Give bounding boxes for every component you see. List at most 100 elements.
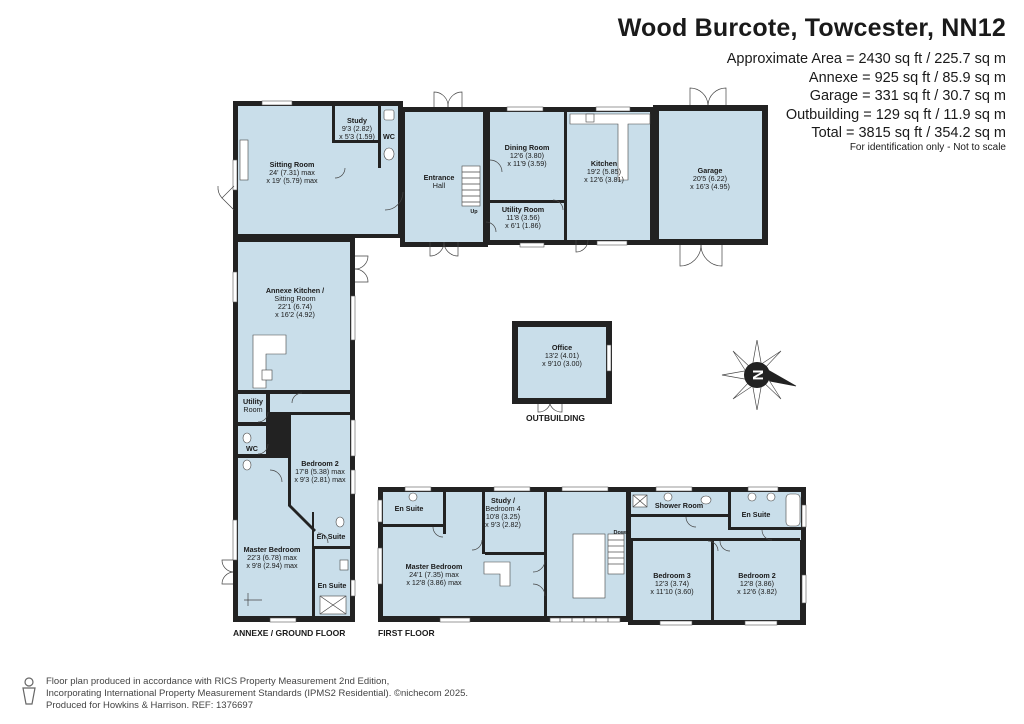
room-label-wc: WC xyxy=(383,132,395,141)
room-label-line: Sitting Room xyxy=(270,160,315,169)
room-label-ff-en-suite-2: En Suite xyxy=(742,510,771,519)
area-summary: Approximate Area = 2430 sq ft / 225.7 sq… xyxy=(727,50,1006,143)
room-label-line: x 9'3 (2.81) max xyxy=(294,475,346,484)
room-label-line: Up xyxy=(470,209,478,215)
room-label-line: 20'5 (6.22) xyxy=(693,174,727,183)
room-label-line: 11'8 (3.56) xyxy=(506,213,540,222)
room-label-ff-shower-room: Shower Room xyxy=(655,501,703,510)
room-label-line: x 12'8 (3.86) max xyxy=(406,578,462,587)
room-label-annexe-en-suite-2: En Suite xyxy=(318,581,347,590)
room-label-ff-en-suite-1: En Suite xyxy=(395,504,424,513)
room-label-line: Bedroom 2 xyxy=(738,571,776,580)
room-label-line: x 5'3 (1.59) xyxy=(339,132,375,141)
room-label-line: Dining Room xyxy=(505,143,550,152)
first-floor xyxy=(377,486,807,626)
room-label-line: Sitting Room xyxy=(274,294,315,303)
room-label-line: 10'8 (3.25) xyxy=(486,512,520,521)
room-label-line: 22'3 (6.78) max xyxy=(247,553,297,562)
footer-line: Incorporating International Property Mea… xyxy=(46,688,469,699)
room-label-line: 24'1 (7.35) max xyxy=(409,570,459,579)
footer-disclaimer: Floor plan produced in accordance with R… xyxy=(46,676,468,712)
room-label-line: x 6'1 (1.86) xyxy=(505,221,541,230)
room-label-line: Annexe Kitchen / xyxy=(266,286,324,295)
room-label-annexe-en-suite-1: En Suite xyxy=(317,532,346,541)
room-label-line: Study / xyxy=(491,496,515,505)
room-label-line: x 9'10 (3.00) xyxy=(542,359,582,368)
room-label-line: x 12'6 (3.81) xyxy=(584,175,624,184)
room-label-line: x 11'10 (3.60) xyxy=(650,587,693,596)
room-label-line: 12'6 (3.80) xyxy=(510,151,544,160)
room-label-line: 12'3 (3.74) xyxy=(655,579,689,588)
room-label-line: Office xyxy=(552,343,572,352)
room-label-line: Utility Room xyxy=(502,205,544,214)
room-label-line: Kitchen xyxy=(591,159,617,168)
room-label-line: WC xyxy=(383,132,395,141)
room-label-line: Room xyxy=(243,405,262,414)
room-label-annexe-wc: WC xyxy=(246,444,258,453)
room-label-line: x 12'6 (3.82) xyxy=(737,587,777,596)
floor-label-annexe: ANNEXE / GROUND FLOOR xyxy=(233,628,345,638)
room-label-line: 17'8 (5.38) max xyxy=(295,467,345,476)
area-total: Total = 3815 sq ft / 354.2 sq m xyxy=(811,125,1006,141)
room-label-line: 12'8 (3.86) xyxy=(740,579,774,588)
room-label-line: Master Bedroom xyxy=(406,562,463,571)
area-approximate: Approximate Area = 2430 sq ft / 225.7 sq… xyxy=(726,51,1006,67)
room-label-line: WC xyxy=(246,444,258,453)
room-label-line: x 19' (5.79) max xyxy=(266,176,318,185)
identification-note: For identification only - Not to scale xyxy=(849,142,1006,153)
room-label-line: Bedroom 4 xyxy=(485,504,520,513)
room-label-line: 9'3 (2.82) xyxy=(342,124,372,133)
room-label-line: Utility xyxy=(243,397,263,406)
annexe xyxy=(221,237,369,623)
room-label-line: Garage xyxy=(698,166,723,175)
outbuilding xyxy=(512,321,612,413)
room-label-line: x 16'2 (4.92) xyxy=(275,310,315,319)
area-annexe: Annexe = 925 sq ft / 85.9 sq m xyxy=(808,69,1006,86)
stairs-down-label: Down xyxy=(614,530,630,536)
property-title: Wood Burcote, Towcester, NN12 xyxy=(617,14,1006,42)
stairs-up-label: Up xyxy=(470,209,478,215)
room-label-line: x 11'9 (3.59) xyxy=(507,159,546,168)
room-label-line: En Suite xyxy=(317,532,346,541)
room-label-line: Hall xyxy=(433,181,446,190)
footer-line: Produced for Howkins & Harrison. REF: 13… xyxy=(46,700,253,711)
floor-label-first-floor: FIRST FLOOR xyxy=(378,628,435,638)
compass: N xyxy=(721,339,797,411)
room-label-line: 22'1 (6.74) xyxy=(278,302,312,311)
area-outbuilding: Outbuilding = 129 sq ft / 11.9 sq m xyxy=(785,106,1006,123)
room-label-line: Study xyxy=(347,116,367,125)
room-label-line: 13'2 (4.01) xyxy=(545,351,579,360)
compass-north-letter: N xyxy=(750,370,767,381)
room-label-line: Shower Room xyxy=(655,501,703,510)
area-garage: Garage = 331 sq ft / 30.7 sq m xyxy=(809,88,1006,104)
room-label-line: En Suite xyxy=(318,581,347,590)
room-label-line: Bedroom 2 xyxy=(301,459,339,468)
room-label-line: x 9'3 (2.82) xyxy=(485,520,521,529)
ground-floor-main xyxy=(217,91,655,257)
room-label-line: Bedroom 3 xyxy=(653,571,691,580)
garage-block xyxy=(653,87,768,267)
floor-label-outbuilding: OUTBUILDING xyxy=(526,413,585,423)
measurement-icon xyxy=(22,677,36,705)
room-label-line: x 9'8 (2.94) max xyxy=(246,561,298,570)
room-label-line: En Suite xyxy=(742,510,771,519)
room-label-line: x 16'3 (4.95) xyxy=(690,182,730,191)
